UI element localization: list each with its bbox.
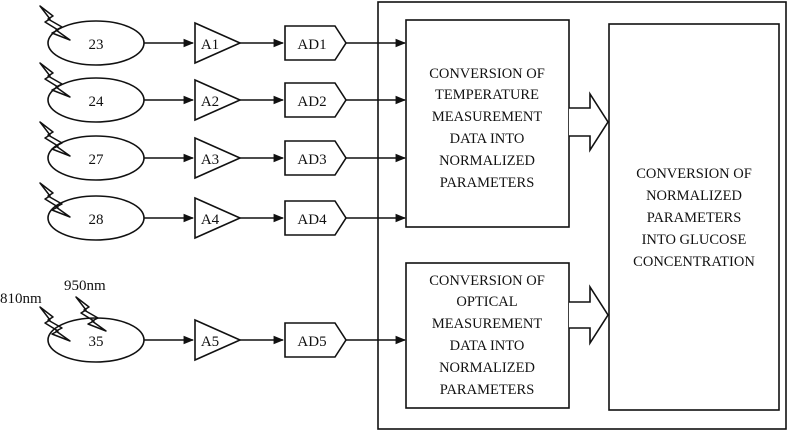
optical-to-glucose-arrow [569, 287, 608, 343]
amplifier-label: A3 [201, 152, 219, 168]
sensor-row: 27 A3 AD3 [40, 122, 405, 180]
temperature-to-glucose-arrow [569, 94, 608, 150]
sensor-row: 24 A2 AD2 [40, 63, 405, 122]
lightning-icon [40, 63, 70, 97]
optical-line-1: CONVERSION OF [429, 273, 545, 289]
glucose-line-2: NORMALIZED [646, 188, 742, 204]
temperature-line-1: CONVERSION OF [429, 66, 545, 82]
temperature-line-3: MEASUREMENT [432, 109, 543, 125]
adc-label: AD5 [297, 334, 326, 350]
amplifier-label: A4 [201, 212, 220, 228]
glucose-line-3: PARAMETERS [647, 210, 742, 226]
adc-label: AD3 [297, 152, 326, 168]
temperature-line-2: TEMPERATURE [435, 87, 539, 103]
lightning-icon [40, 307, 70, 341]
sensor-label: 23 [89, 37, 104, 53]
sensor-label: 35 [89, 334, 104, 350]
amplifier-label: A5 [201, 334, 219, 350]
optical-line-2: OPTICAL [456, 294, 517, 310]
lightning-icon [76, 297, 106, 331]
adc-label: AD2 [297, 94, 326, 110]
glucose-line-4: INTO GLUCOSE [642, 232, 747, 248]
amplifier-label: A2 [201, 94, 219, 110]
adc-label: AD1 [297, 37, 326, 53]
amplifier-label: A1 [201, 37, 219, 53]
sensor-label: 24 [89, 94, 105, 110]
optical-line-6: PARAMETERS [440, 382, 535, 398]
adc-label: AD4 [297, 212, 327, 228]
lightning-icon [40, 183, 70, 217]
temperature-line-6: PARAMETERS [440, 175, 535, 191]
temperature-line-5: NORMALIZED [439, 153, 535, 169]
sensor-rows: 23 A1 AD1 24 A2 AD2 27 A3 AD3 28 A4 AD4 35 A5 AD5 [40, 6, 405, 362]
sensor-row: 23 A1 AD1 [40, 6, 405, 65]
optical-line-3: MEASUREMENT [432, 316, 543, 332]
glucose-conversion-block: CONVERSION OF NORMALIZED PARAMETERS INTO… [609, 24, 779, 410]
glucose-line-1: CONVERSION OF [636, 166, 752, 182]
sensor-label: 28 [89, 212, 104, 228]
temperature-conversion-block: CONVERSION OF TEMPERATURE MEASUREMENT DA… [406, 20, 569, 227]
optical-conversion-block: CONVERSION OF OPTICAL MEASUREMENT DATA I… [406, 263, 569, 408]
optical-line-5: NORMALIZED [439, 360, 535, 376]
optical-line-4: DATA INTO [450, 338, 525, 354]
sensor-row: 35 A5 AD5 [40, 297, 405, 362]
sensor-row: 28 A4 AD4 [40, 183, 405, 240]
lightning-icon [40, 6, 70, 40]
wavelength-label-810nm: 810nm [0, 291, 42, 307]
lightning-icon [40, 122, 70, 156]
wavelength-label-950nm: 950nm [64, 278, 106, 294]
glucose-line-5: CONCENTRATION [633, 254, 755, 270]
sensor-label: 27 [89, 152, 105, 168]
temperature-line-4: DATA INTO [450, 131, 525, 147]
